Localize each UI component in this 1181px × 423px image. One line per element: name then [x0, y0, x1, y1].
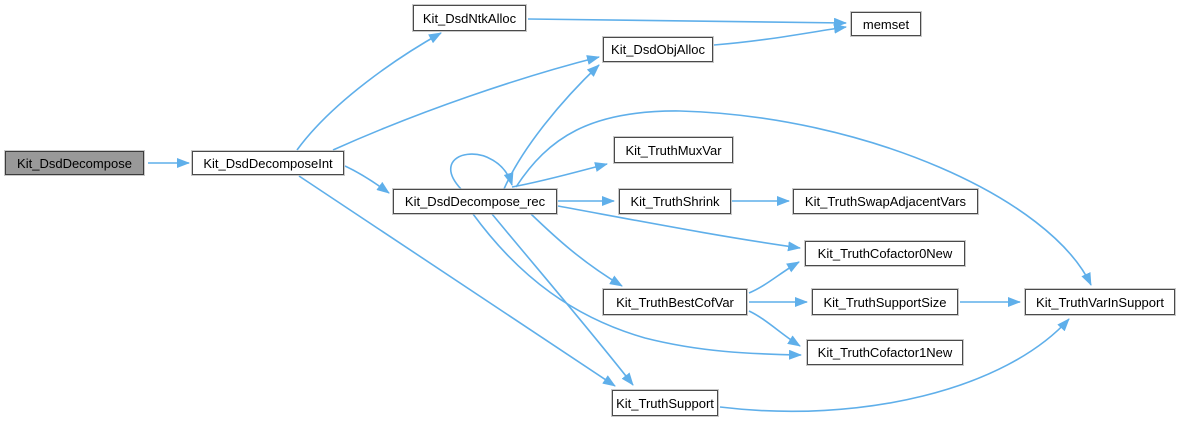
edge-dsdobjalloc-to-memset	[713, 23, 847, 46]
node-kit-truthswapadjacentvars[interactable]: Kit_TruthSwapAdjacentVars	[793, 189, 978, 214]
node-label: Kit_TruthShrink	[630, 194, 720, 209]
node-kit-truthcofactor0new[interactable]: Kit_TruthCofactor0New	[805, 241, 965, 266]
node-label: Kit_DsdDecomposeInt	[203, 155, 333, 171]
node-kit-dsdntkalloc[interactable]: Kit_DsdNtkAlloc	[413, 5, 526, 31]
edge-dsdntkalloc-to-memset	[527, 17, 847, 28]
node-label: memset	[862, 16, 910, 32]
node-kit-truthvarinsupport[interactable]: Kit_TruthVarInSupport	[1025, 289, 1175, 315]
edge-dsddecomposeint-to-dsdntkalloc	[296, 32, 442, 151]
node-label: Kit_TruthVarInSupport	[1036, 294, 1164, 310]
edge-dsddecompose-rec-to-truthbestcofvar	[530, 213, 623, 287]
node-kit-truthmuxvar[interactable]: Kit_TruthMuxVar	[614, 137, 733, 163]
edge-dsddecompose-rec-to-truthmuxvar	[511, 162, 608, 188]
edge-dsddecomposeint-to-truthsupport	[298, 175, 616, 387]
node-label: Kit_TruthSupport	[616, 395, 714, 411]
node-kit-dsdobjalloc[interactable]: Kit_DsdObjAlloc	[603, 37, 713, 62]
node-kit-truthsupport[interactable]: Kit_TruthSupport	[612, 390, 718, 416]
edge-dsddecompose-rec-to-truthsupport	[491, 213, 634, 386]
edge-dsddecompose-rec-to-truthcofactor1new	[472, 213, 802, 360]
edge-dsddecompose-rec-to-truthcofactor0new	[557, 205, 801, 252]
node-label: Kit_TruthSupportSize	[823, 294, 947, 310]
node-memset[interactable]: memset	[851, 12, 921, 36]
node-label: Kit_DsdNtkAlloc	[422, 10, 517, 26]
node-label: Kit_TruthCofactor0New	[817, 246, 953, 261]
edge-truthsupport-to-truthvarinsupport	[719, 318, 1070, 413]
node-label: Kit_DsdObjAlloc	[611, 42, 705, 57]
edge-dsddecompose-rec-self-loop	[450, 153, 514, 190]
node-kit-truthsupportsize[interactable]: Kit_TruthSupportSize	[812, 289, 958, 315]
node-label: Kit_DsdDecompose	[17, 155, 132, 171]
node-label: Kit_TruthSwapAdjacentVars	[804, 194, 967, 209]
edge-truthbestcofvar-to-truthcofactor0new	[748, 261, 800, 294]
node-kit-dsddecomposeint[interactable]: Kit_DsdDecomposeInt	[192, 151, 344, 175]
node-label: Kit_TruthMuxVar	[625, 142, 722, 158]
node-label: Kit_DsdDecompose_rec	[404, 194, 546, 209]
node-kit-truthshrink[interactable]: Kit_TruthShrink	[619, 189, 731, 214]
edge-dsddecompose-rec-to-dsdobjalloc	[503, 64, 600, 190]
node-label: Kit_TruthCofactor1New	[817, 345, 953, 360]
node-kit-truthbestcofvar[interactable]: Kit_TruthBestCofVar	[603, 289, 747, 315]
edge-truthbestcofvar-to-truthcofactor1new	[748, 310, 801, 347]
node-kit-dsddecompose[interactable]: Kit_DsdDecompose	[5, 151, 144, 175]
edge-dsddecompose-rec-to-truthvarinsupport	[515, 110, 1092, 286]
node-label: Kit_TruthBestCofVar	[616, 294, 734, 310]
node-kit-dsddecompose-rec[interactable]: Kit_DsdDecompose_rec	[393, 189, 557, 214]
edge-dsddecomposeint-to-dsddecompose-rec	[344, 165, 390, 194]
edge-dsddecomposeint-to-dsdobjalloc	[332, 55, 600, 151]
node-kit-truthcofactor1new[interactable]: Kit_TruthCofactor1New	[807, 340, 963, 365]
